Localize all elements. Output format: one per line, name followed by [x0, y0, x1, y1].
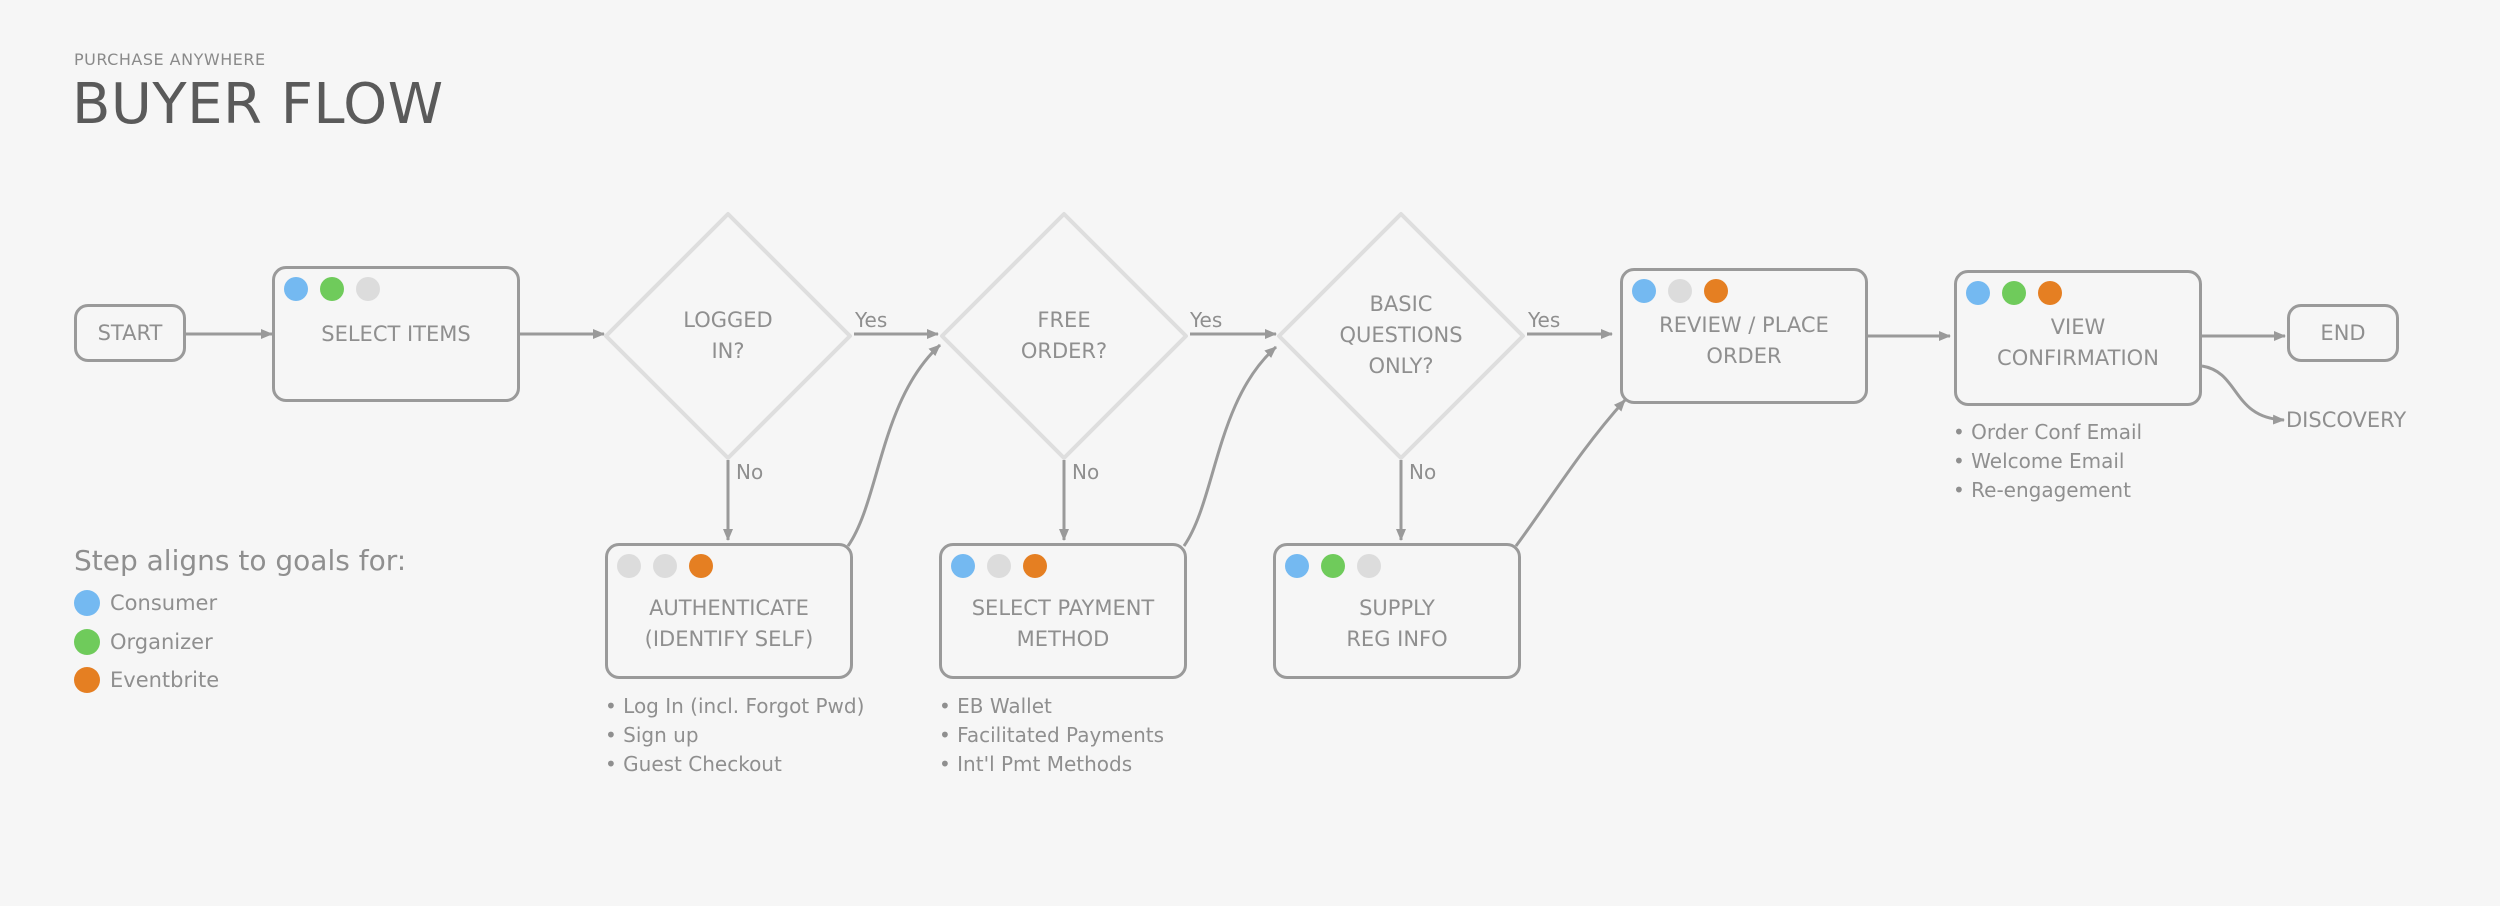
view-confirmation-node: VIEW CONFIRMATION: [1954, 270, 2202, 406]
off-dot-icon: [356, 277, 380, 301]
yes-label: Yes: [855, 308, 888, 332]
logged-in-diamond: [604, 212, 852, 460]
goal-dots: [1966, 281, 2062, 305]
organizer-dot-icon: [320, 277, 344, 301]
legend-item-consumer: Consumer: [74, 590, 217, 616]
yes-label: Yes: [1528, 308, 1561, 332]
consumer-dot-icon: [1285, 554, 1309, 578]
review-order-node: REVIEW / PLACE ORDER: [1620, 268, 1868, 404]
node-label: SELECT ITEMS: [321, 321, 471, 346]
goal-dots: [284, 277, 380, 301]
edge-supply-review: [1514, 398, 1627, 547]
note-item: Int'l Pmt Methods: [939, 750, 1164, 779]
consumer-dot-icon: [951, 554, 975, 578]
page-title: BUYER FLOW: [72, 72, 444, 137]
note-item: Welcome Email: [1953, 447, 2142, 476]
supply-reg-info-node: SUPPLY REG INFO: [1273, 543, 1521, 679]
note-item: Guest Checkout: [605, 750, 864, 779]
no-label: No: [1072, 460, 1100, 484]
organizer-dot-icon: [74, 629, 100, 655]
note-item: Facilitated Payments: [939, 721, 1164, 750]
free-order-label: FREE ORDER?: [1020, 308, 1108, 363]
node-label: AUTHENTICATE (IDENTIFY SELF): [644, 596, 814, 651]
off-dot-icon: [987, 554, 1011, 578]
organizer-dot-icon: [2002, 281, 2026, 305]
off-dot-icon: [1668, 279, 1692, 303]
off-dot-icon: [1357, 554, 1381, 578]
authenticate-notes: Log In (incl. Forgot Pwd) Sign up Guest …: [605, 692, 864, 779]
select-items-node: SELECT ITEMS: [272, 266, 520, 402]
start-node: START: [74, 304, 186, 362]
note-item: Log In (incl. Forgot Pwd): [605, 692, 864, 721]
logged-in-label: LOGGED IN?: [683, 308, 773, 363]
basic-questions-label: BASIC QUESTIONS ONLY?: [1339, 292, 1463, 378]
eventbrite-dot-icon: [1704, 279, 1728, 303]
consumer-dot-icon: [74, 590, 100, 616]
edge-payment-basic: [1182, 345, 1277, 547]
legend-item-eventbrite: Eventbrite: [74, 667, 219, 693]
goal-dots: [617, 554, 713, 578]
basic-questions-diamond: [1277, 212, 1525, 460]
consumer-dot-icon: [284, 277, 308, 301]
note-item: Order Conf Email: [1953, 418, 2142, 447]
edge-auth-free: [846, 343, 942, 547]
consumer-dot-icon: [1966, 281, 1990, 305]
page-subtitle: PURCHASE ANYWHERE: [74, 50, 266, 69]
node-label: SELECT PAYMENT METHOD: [971, 596, 1155, 651]
note-item: Re-engagement: [1953, 476, 2142, 505]
authenticate-node: AUTHENTICATE (IDENTIFY SELF): [605, 543, 853, 679]
consumer-dot-icon: [1632, 279, 1656, 303]
legend-label: Consumer: [110, 591, 218, 615]
goal-dots: [1285, 554, 1381, 578]
discovery-label: DISCOVERY: [2286, 408, 2407, 432]
eventbrite-dot-icon: [2038, 281, 2062, 305]
no-label: No: [1409, 460, 1437, 484]
yes-label: Yes: [1190, 308, 1223, 332]
legend-label: Organizer: [110, 630, 213, 654]
note-item: Sign up: [605, 721, 864, 750]
organizer-dot-icon: [1321, 554, 1345, 578]
confirmation-notes: Order Conf Email Welcome Email Re-engage…: [1953, 418, 2142, 505]
eventbrite-dot-icon: [1023, 554, 1047, 578]
node-label: SUPPLY REG INFO: [1346, 596, 1448, 651]
eventbrite-dot-icon: [74, 667, 100, 693]
goal-dots: [1632, 279, 1728, 303]
legend-item-organizer: Organizer: [74, 629, 213, 655]
node-label: REVIEW / PLACE ORDER: [1659, 313, 1829, 368]
goal-dots: [951, 554, 1047, 578]
edge-confirm-discovery: [2201, 364, 2285, 425]
free-order-diamond: [940, 212, 1188, 460]
no-label: No: [736, 460, 764, 484]
select-payment-node: SELECT PAYMENT METHOD: [939, 543, 1187, 679]
legend-title: Step aligns to goals for:: [74, 544, 407, 577]
node-label: VIEW CONFIRMATION: [1997, 315, 2159, 370]
off-dot-icon: [653, 554, 677, 578]
payment-notes: EB Wallet Facilitated Payments Int'l Pmt…: [939, 692, 1164, 779]
off-dot-icon: [617, 554, 641, 578]
end-node: END: [2287, 304, 2399, 362]
note-item: EB Wallet: [939, 692, 1164, 721]
legend-label: Eventbrite: [110, 668, 220, 692]
eventbrite-dot-icon: [689, 554, 713, 578]
